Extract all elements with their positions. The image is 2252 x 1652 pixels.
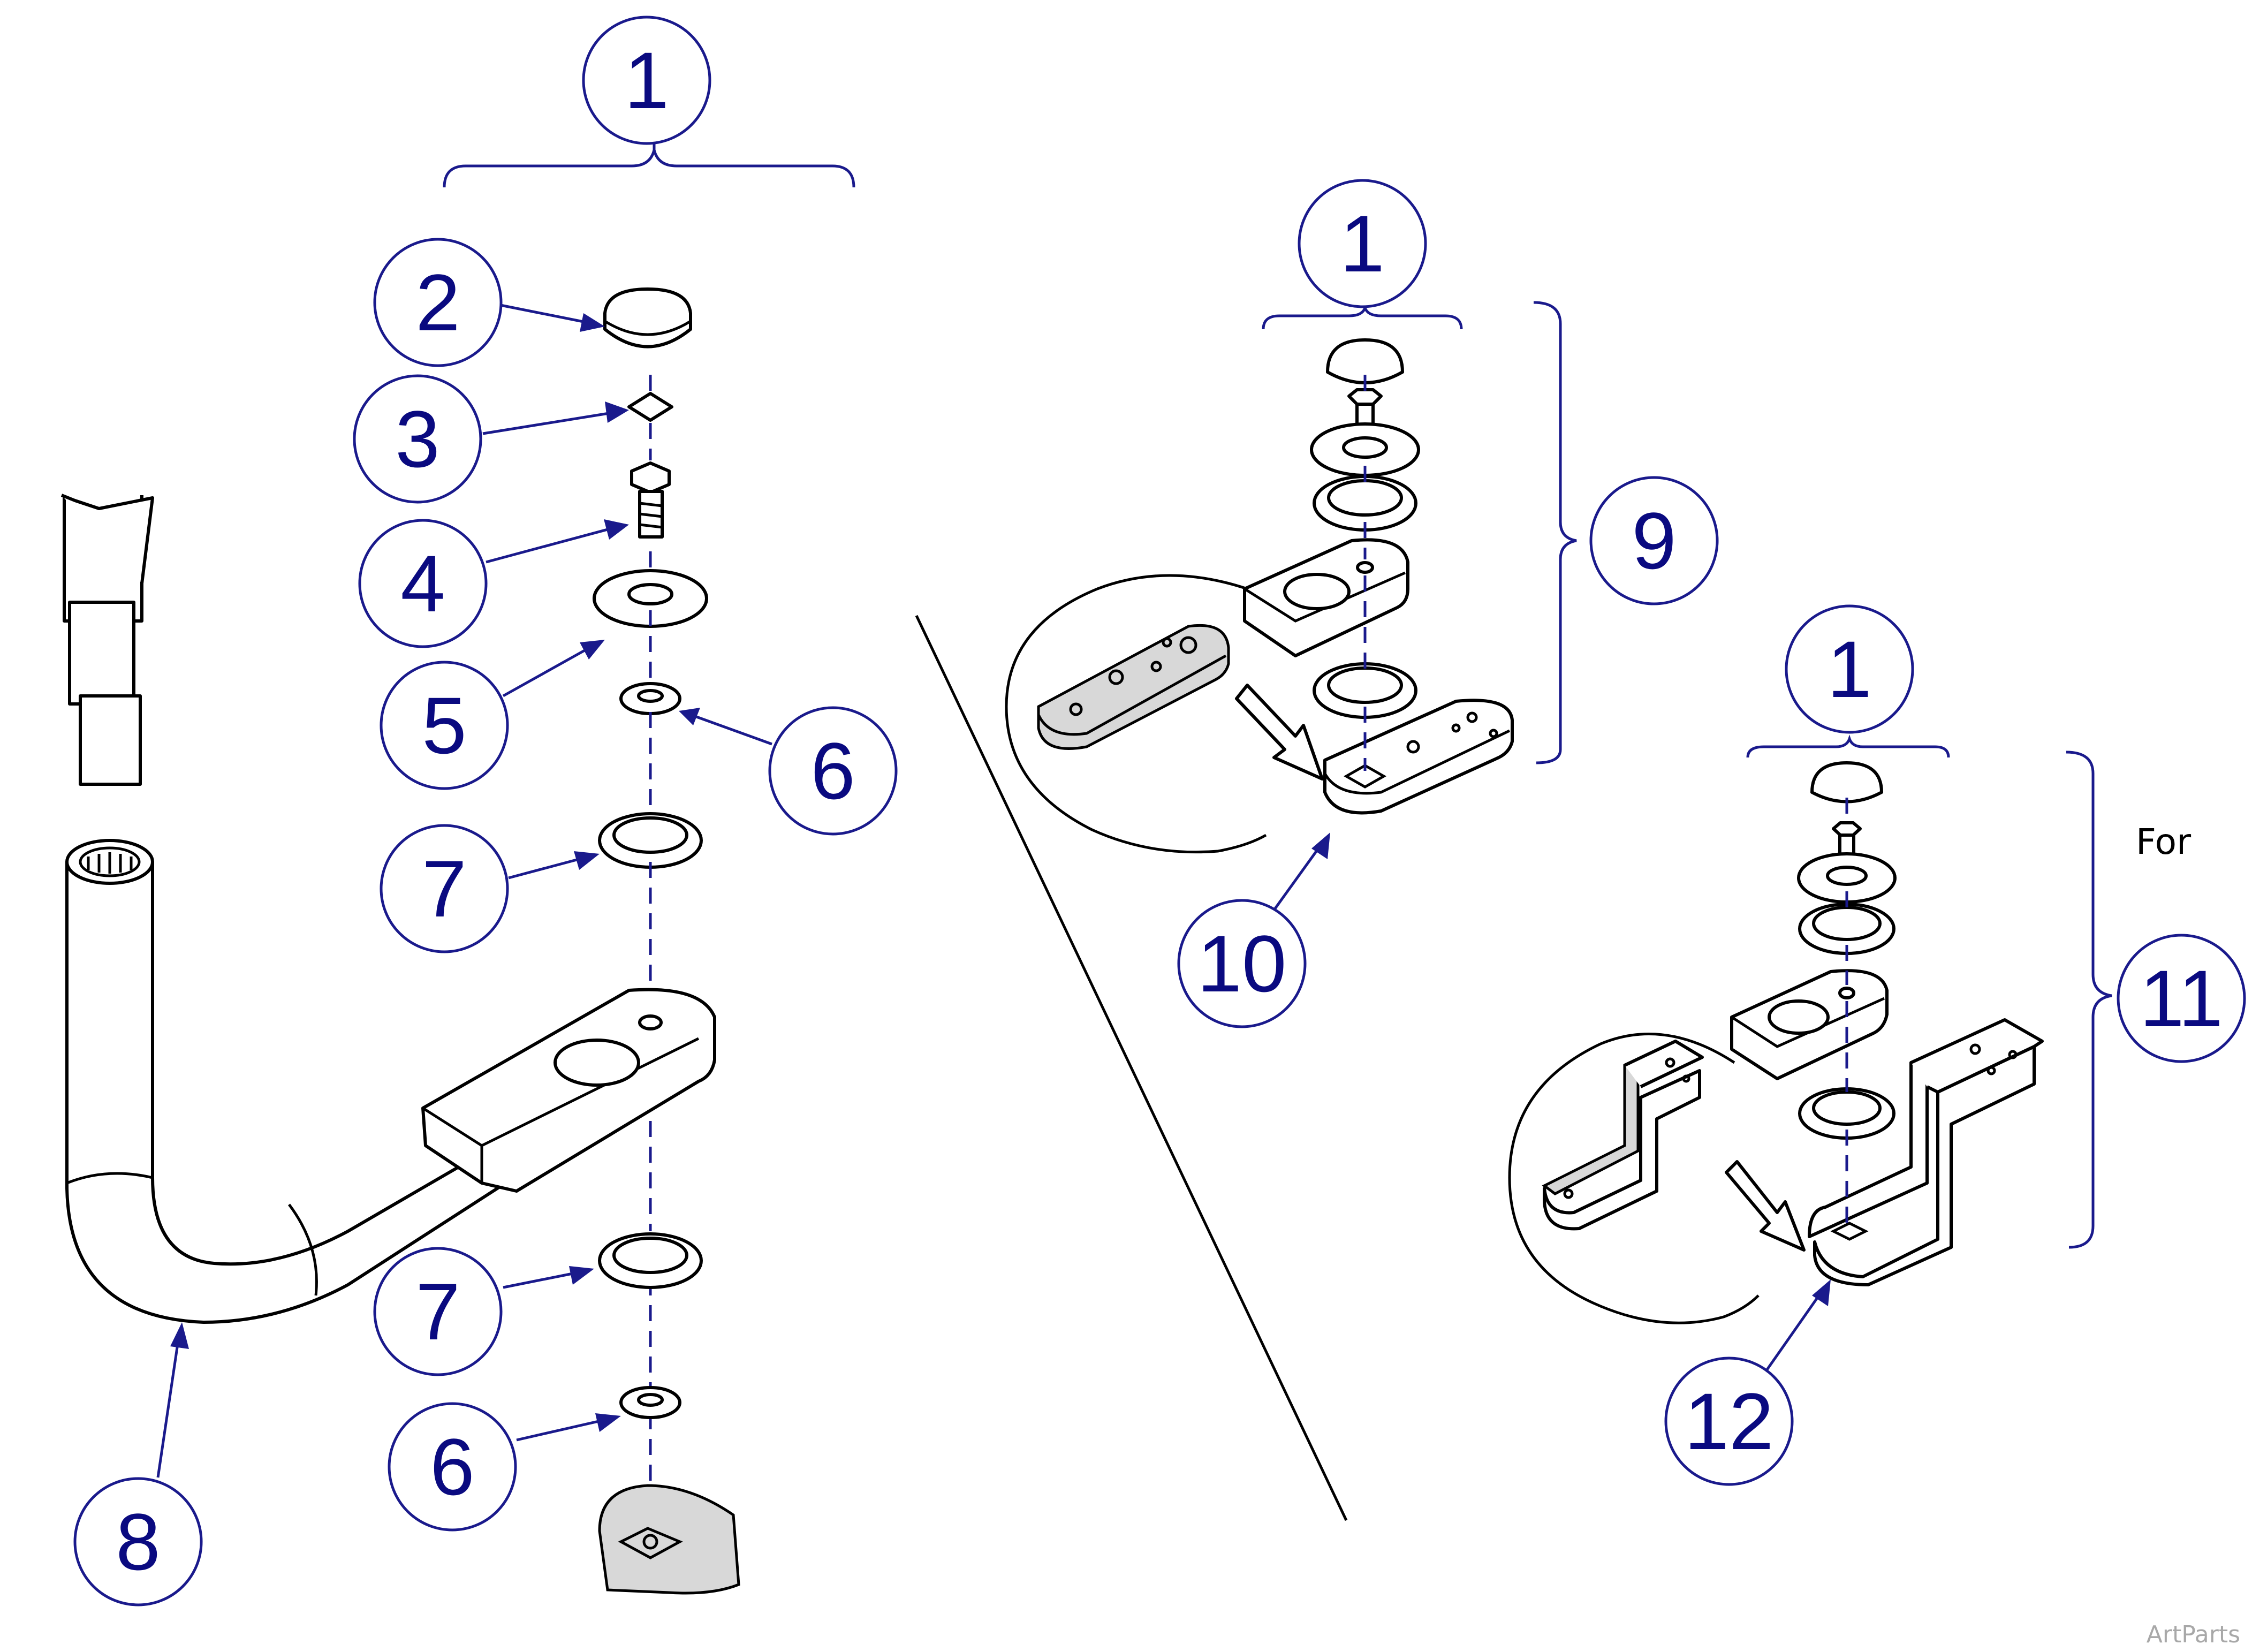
callout-1-mid-label: 1 — [1340, 199, 1384, 289]
callout-8: 8 — [73, 1477, 203, 1606]
brace-9 — [1533, 301, 1577, 764]
clip-part — [627, 392, 673, 422]
callout-7-lower: 7 — [373, 1247, 503, 1376]
callout-4-label: 4 — [400, 539, 445, 628]
brace-11 — [2066, 751, 2112, 1249]
artparts-watermark: ArtParts — [2147, 1621, 2240, 1648]
washer-mid-3 — [1313, 662, 1417, 719]
callout-12: 12 — [1664, 1357, 1794, 1486]
washer-right-2 — [1798, 903, 1895, 955]
callout-9: 9 — [1589, 476, 1719, 605]
callout-7-lower-label: 7 — [415, 1267, 460, 1357]
bearing-washer-upper — [598, 812, 703, 869]
bolt-part — [630, 461, 671, 539]
section-divider — [915, 615, 1348, 1521]
cap-right — [1810, 761, 1883, 804]
leader-arrowheads — [170, 313, 1831, 1432]
plate-right — [1730, 969, 1889, 1080]
callout-7-upper-label: 7 — [422, 844, 466, 934]
washer-small-upper — [619, 682, 681, 715]
arm-part — [60, 494, 716, 1324]
callout-1-right: 1 — [1785, 604, 1914, 734]
callout-10: 10 — [1177, 899, 1307, 1028]
callout-6-upper-label: 6 — [810, 726, 855, 816]
callout-4: 4 — [358, 519, 488, 648]
brace-mid — [1262, 304, 1463, 330]
callout-1-right-label: 1 — [1827, 624, 1871, 714]
mount-base — [598, 1484, 740, 1595]
callout-6-upper: 6 — [768, 706, 898, 836]
bracket-12 — [1808, 1018, 2044, 1286]
for-label: For — [2136, 821, 2192, 862]
callout-11: 11 — [2117, 934, 2246, 1063]
callout-10-label: 10 — [1197, 919, 1287, 1009]
detail-magnifier-mid — [1005, 574, 1324, 854]
callout-1-main: 1 — [582, 16, 711, 145]
callout-9-label: 9 — [1632, 496, 1676, 586]
washer-right-1 — [1797, 852, 1897, 904]
brace-right — [1746, 734, 1950, 758]
callout-11-label: 11 — [2140, 953, 2223, 1043]
callout-1-main-label: 1 — [624, 35, 669, 125]
callout-5: 5 — [380, 661, 509, 790]
callout-8-label: 8 — [116, 1497, 160, 1587]
washer-large — [593, 569, 708, 628]
bearing-washer-lower — [598, 1232, 703, 1289]
brace-main — [443, 149, 855, 188]
plate-mid — [1243, 538, 1409, 657]
washer-small-lower — [619, 1386, 681, 1419]
callout-7-upper: 7 — [380, 824, 509, 953]
base-plate-10 — [1323, 699, 1514, 815]
callout-6-lower-label: 6 — [430, 1422, 474, 1512]
callout-5-label: 5 — [422, 680, 466, 770]
cap-part — [603, 287, 692, 348]
callout-3-label: 3 — [395, 394, 439, 484]
callout-6-lower: 6 — [388, 1402, 517, 1532]
callout-3: 3 — [353, 374, 482, 504]
callout-2: 2 — [373, 238, 503, 367]
detail-magnifier-right — [1508, 1033, 1806, 1324]
callout-12-label: 12 — [1685, 1376, 1774, 1466]
leader-lines — [156, 304, 1824, 1478]
callout-1-mid: 1 — [1298, 179, 1427, 308]
cap-mid — [1326, 338, 1404, 384]
callout-2-label: 2 — [415, 257, 460, 347]
washer-right-3 — [1798, 1087, 1895, 1140]
